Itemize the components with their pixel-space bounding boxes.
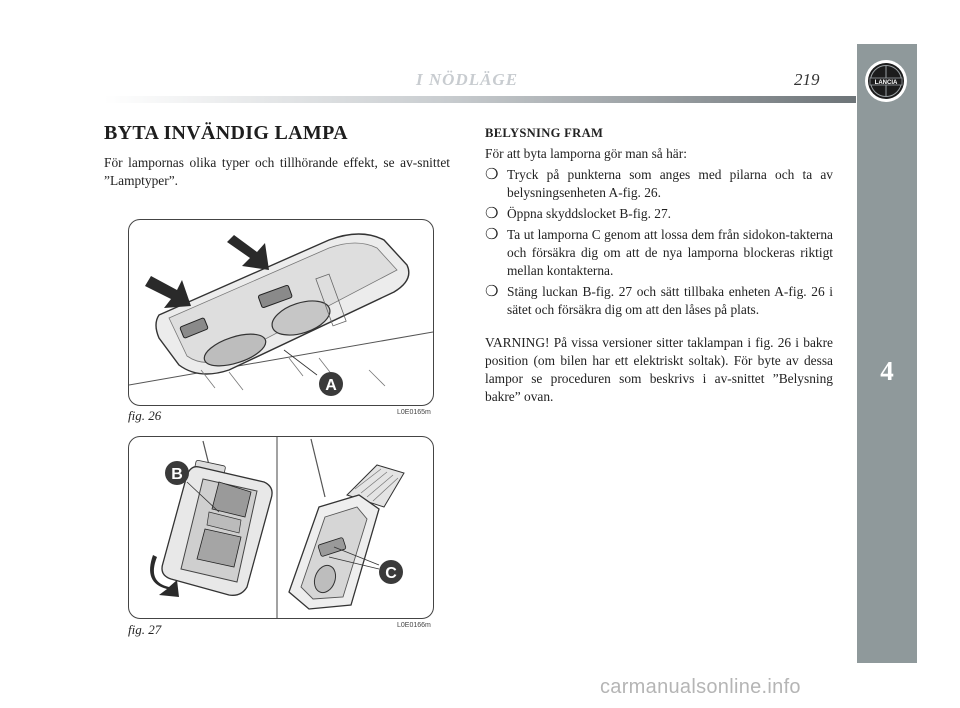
- chapter-number: 4: [880, 356, 894, 386]
- header-rule: [104, 96, 856, 103]
- warning-paragraph: VARNING! På vissa versioner sitter takla…: [485, 335, 833, 404]
- watermark: carmanualsonline.info: [600, 676, 801, 698]
- bullet-circle-icon: ❍: [485, 165, 499, 183]
- figure-26-code: L0E0165m: [397, 409, 431, 416]
- list-item: ❍ Ta ut lamporna C genom att lossa dem f…: [485, 225, 833, 280]
- figure-27-label-b: B: [171, 466, 183, 483]
- figure-26-illustration: A: [129, 233, 433, 396]
- logo-text: LANCIA: [875, 80, 898, 86]
- instructions-lead: För att byta lamporna gör man så här:: [485, 146, 687, 161]
- bullet-circle-icon: ❍: [485, 225, 499, 243]
- figure-27: B C: [128, 436, 434, 619]
- intro-paragraph: För lampornas olika typer och tillhörand…: [104, 155, 450, 188]
- step-text: Tryck på punkterna som anges med pilarna…: [507, 167, 833, 200]
- bullet-circle-icon: ❍: [485, 204, 499, 222]
- figure-26-caption: fig. 26: [128, 408, 162, 423]
- list-item: ❍ Stäng luckan B-fig. 27 och sätt tillba…: [485, 282, 833, 319]
- right-column: BELYSNING FRAM För att byta lamporna gör…: [485, 124, 833, 406]
- figure-26: A: [128, 219, 434, 406]
- figure-27-illustration: B C: [150, 437, 405, 618]
- section-heading: BYTA INVÄNDIG LAMPA: [104, 122, 348, 144]
- list-item: ❍ Öppna skyddslocket B-fig. 27.: [485, 204, 833, 223]
- step-text: Stäng luckan B-fig. 27 och sätt tillbaka…: [507, 284, 833, 317]
- step-text: Öppna skyddslocket B-fig. 27.: [507, 206, 672, 221]
- list-item: ❍ Tryck på punkterna som anges med pilar…: [485, 165, 833, 202]
- page-number: 219: [794, 70, 820, 89]
- figure-27-code: L0E0166m: [397, 622, 431, 629]
- lancia-logo-icon: LANCIA: [863, 58, 909, 104]
- header-title: I NÖDLÄGE: [416, 70, 519, 89]
- figure-26-label-a: A: [325, 377, 337, 394]
- figure-27-caption: fig. 27: [128, 622, 162, 637]
- bullet-circle-icon: ❍: [485, 282, 499, 300]
- subsection-heading: BELYSNING FRAM: [485, 126, 604, 140]
- step-text: Ta ut lamporna C genom att lossa dem frå…: [507, 227, 833, 278]
- chapter-side-tab: [857, 44, 917, 663]
- figure-27-label-c: C: [385, 565, 397, 582]
